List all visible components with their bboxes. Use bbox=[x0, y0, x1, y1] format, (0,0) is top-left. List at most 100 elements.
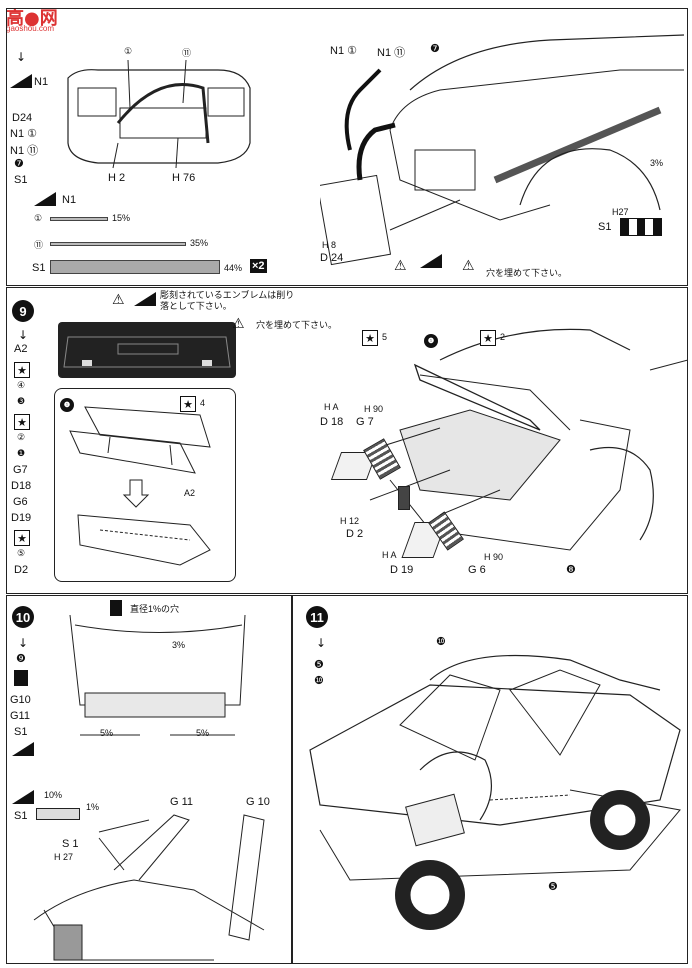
sequence-arrow-icon: ↓ bbox=[16, 50, 27, 64]
right-d24: D 24 bbox=[320, 252, 344, 264]
step8-seq-d24: D24 bbox=[12, 112, 33, 124]
right-g6: G 6 bbox=[468, 564, 486, 576]
warning-icon: ⚠ bbox=[462, 258, 475, 274]
star-part-icon: ★ bbox=[180, 396, 196, 412]
part-h76: H 76 bbox=[172, 172, 196, 184]
step10-number: 10 bbox=[12, 606, 34, 628]
inset-a2: A2 bbox=[184, 488, 196, 498]
front-grille-drawing bbox=[67, 59, 251, 169]
star-part-icon: ★ bbox=[480, 330, 496, 346]
trunk-lid-detail bbox=[63, 336, 231, 368]
step8-seq-part7: ❼ bbox=[14, 158, 24, 170]
step10-seq-9: ❾ bbox=[16, 653, 26, 665]
step8-seq-n1a: N1 ① bbox=[10, 128, 37, 140]
right-part8: ❽ bbox=[566, 564, 576, 576]
step9-seq-3: ❸ bbox=[17, 396, 26, 406]
tape-bar bbox=[50, 260, 220, 274]
right-part1: ❶ bbox=[424, 334, 438, 348]
hose-bar-2 bbox=[50, 242, 186, 246]
step8-panel bbox=[6, 8, 688, 286]
car-front-drawing bbox=[320, 34, 684, 266]
step10-panel bbox=[6, 595, 292, 964]
right-d19: D 19 bbox=[390, 564, 414, 576]
step9-seq-a2: A2 bbox=[14, 343, 28, 355]
hose-row-2-id: ⑪ bbox=[34, 240, 44, 250]
right-fill-note: 穴を埋めて下さい。 bbox=[486, 268, 568, 278]
tape-height: 1% bbox=[86, 802, 100, 812]
drill-icon bbox=[110, 600, 122, 616]
right-s1: S1 bbox=[598, 221, 612, 233]
step10-seq-g11: G11 bbox=[10, 710, 30, 722]
right-h8: H 8 bbox=[322, 240, 337, 250]
trunk-lid-photo bbox=[58, 322, 236, 378]
step9-seq-g6: G6 bbox=[13, 496, 28, 508]
right-d2: D 2 bbox=[346, 528, 364, 540]
label-h27: H 27 bbox=[54, 852, 74, 862]
full-car-drawing bbox=[309, 654, 681, 930]
drill-icon bbox=[14, 670, 28, 686]
label-part5: ❺ bbox=[548, 881, 558, 893]
part-d2-shape bbox=[398, 486, 410, 510]
right-h12: H 12 bbox=[340, 516, 360, 526]
step9-panel bbox=[6, 287, 688, 594]
step11-seq-10: ❿ bbox=[314, 675, 324, 687]
marker-1: ① bbox=[124, 46, 133, 56]
sequence-arrow-icon: ↓ bbox=[18, 636, 29, 650]
star-part-icon: ★ bbox=[14, 414, 30, 430]
step9-seq-4: ④ bbox=[17, 380, 26, 390]
tape-row-id: S1 bbox=[32, 262, 46, 274]
marker-11: ⑪ bbox=[182, 48, 192, 58]
label-part10: ❿ bbox=[436, 636, 446, 648]
watermark-title: 高●网 bbox=[6, 8, 58, 29]
step8-seq-n1: N1 bbox=[34, 76, 49, 88]
step9-seq-g7: G7 bbox=[13, 464, 28, 476]
dim-right: 5% bbox=[196, 728, 210, 738]
step9-seq-d19: D19 bbox=[11, 512, 32, 524]
star-part-icon: ★ bbox=[14, 362, 30, 378]
step9-number: 9 bbox=[12, 300, 34, 322]
step11-number: 11 bbox=[306, 606, 328, 628]
label-g10: G 10 bbox=[246, 796, 270, 808]
car-rear-drawing bbox=[369, 328, 688, 551]
trunk-top-drawing bbox=[69, 614, 246, 736]
right-k5: 5 bbox=[382, 332, 388, 342]
wing-assembly-drawing bbox=[69, 406, 211, 566]
right-part7: ❼ bbox=[430, 43, 440, 55]
tape-row-len: 44% bbox=[224, 263, 243, 273]
dim-3: 3% bbox=[172, 640, 186, 650]
wing-inset bbox=[54, 388, 236, 582]
checker-icon bbox=[620, 218, 662, 236]
sequence-arrow-icon: ↓ bbox=[316, 636, 327, 650]
hose-bar-1 bbox=[50, 217, 108, 221]
step9-seq-d18: D18 bbox=[11, 480, 32, 492]
right-n1a: N1 ① bbox=[330, 45, 357, 57]
hose-title: N1 bbox=[62, 194, 77, 206]
right-k2: 2 bbox=[500, 332, 506, 342]
step9-seq-d2: D2 bbox=[14, 564, 29, 576]
inset-part4: 4 bbox=[200, 398, 206, 408]
label-g11: G 11 bbox=[170, 796, 194, 808]
step10-seq-g10: G10 bbox=[10, 694, 31, 706]
right-h90a: H 90 bbox=[364, 404, 384, 414]
watermark-logo: 高●网 gaoshou.com bbox=[6, 4, 70, 34]
sequence-arrow-icon: ↓ bbox=[18, 328, 29, 342]
emblem-note: 彫刻されているエンブレムは削り落として下さい。 bbox=[160, 290, 295, 311]
star-part-icon: ★ bbox=[362, 330, 378, 346]
label-s1: S 1 bbox=[62, 838, 79, 850]
step10-seq-s1: S1 bbox=[14, 726, 28, 738]
step8-seq-s1: S1 bbox=[14, 174, 28, 186]
right-ha1: H A bbox=[324, 402, 339, 412]
right-d18: D 18 bbox=[320, 416, 344, 428]
step9-seq-2: ② bbox=[17, 432, 26, 442]
dim-left: 5% bbox=[100, 728, 114, 738]
right-n1b: N1 ⑪ bbox=[377, 47, 406, 59]
warning-icon: ⚠ bbox=[394, 258, 407, 274]
step11-seq-5: ❺ bbox=[314, 659, 324, 671]
right-len3: 3% bbox=[650, 158, 664, 168]
rear-deck-drawing bbox=[33, 814, 265, 961]
warning-icon: ⚠ bbox=[112, 292, 125, 308]
star-part-icon: ★ bbox=[14, 530, 30, 546]
inset-part1: ❶ bbox=[60, 398, 74, 412]
right-h27: H27 bbox=[612, 207, 629, 217]
drill-note: 直径1%の穴 bbox=[130, 604, 180, 614]
